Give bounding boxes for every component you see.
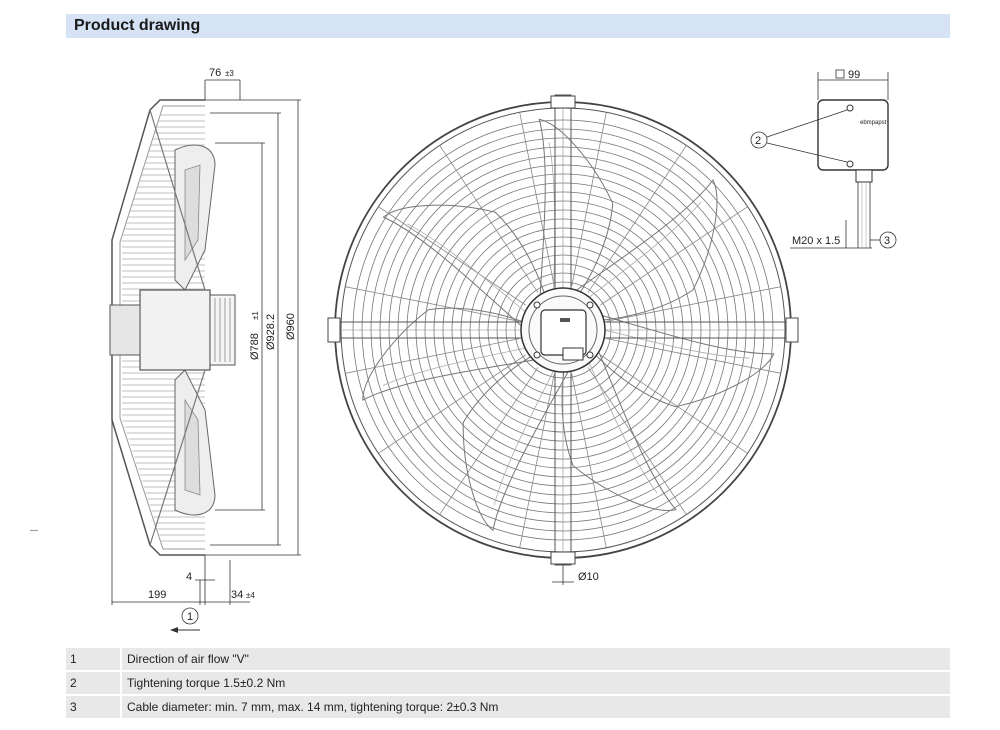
section-title: Product drawing (74, 17, 201, 34)
section-header: Product drawing (66, 14, 950, 38)
legend-separator (120, 696, 122, 718)
box-logo: ebmpapst (860, 120, 887, 126)
margin-mark (30, 530, 38, 531)
dim-10: Ø10 (578, 571, 599, 583)
dim-34-tol: ±4 (246, 591, 255, 600)
legend-row: 2 Tightening torque 1.5±0.2 Nm (66, 672, 950, 694)
dim-788: Ø788 (249, 333, 261, 360)
dim-788-tol: ±1 (251, 311, 260, 320)
dim-960: Ø960 (285, 313, 297, 340)
dim-99: 99 (848, 69, 860, 81)
legend-text: Direction of air flow "V" (127, 652, 249, 666)
side-view: 76 ±3 Ø788 ±1 Ø928.2 Ø960 4 199 34 ±4 1 (109, 67, 301, 633)
dim-928: Ø928.2 (265, 314, 277, 350)
terminal-box-view: 99 ebmpapst 2 M20 x 1.5 3 (750, 69, 897, 249)
legend-table: 1 Direction of air flow "V" 2 Tightening… (66, 648, 950, 720)
legend-num: 2 (70, 676, 77, 690)
dim-199: 199 (148, 589, 166, 601)
legend-num: 1 (70, 652, 77, 666)
legend-text: Tightening torque 1.5±0.2 Nm (127, 676, 286, 690)
legend-separator (120, 672, 122, 694)
dim-76: 76 (209, 67, 221, 79)
dim-4: 4 (186, 571, 192, 583)
callout-2: 2 (755, 135, 761, 147)
legend-separator (120, 648, 122, 670)
dim-34: 34 (231, 589, 243, 601)
dim-76-tol: ±3 (225, 69, 234, 78)
legend-num: 3 (70, 700, 77, 714)
legend-text: Cable diameter: min. 7 mm, max. 14 mm, t… (127, 700, 499, 714)
callout-1: 1 (187, 611, 193, 623)
dim-m20: M20 x 1.5 (792, 235, 840, 247)
legend-row: 1 Direction of air flow "V" (66, 648, 950, 670)
product-drawing: 76 ±3 Ø788 ±1 Ø928.2 Ø960 4 199 34 ±4 1 (109, 67, 897, 633)
front-view: Ø10 (327, 94, 799, 585)
legend-row: 3 Cable diameter: min. 7 mm, max. 14 mm,… (66, 696, 950, 718)
callout-3: 3 (884, 235, 890, 247)
